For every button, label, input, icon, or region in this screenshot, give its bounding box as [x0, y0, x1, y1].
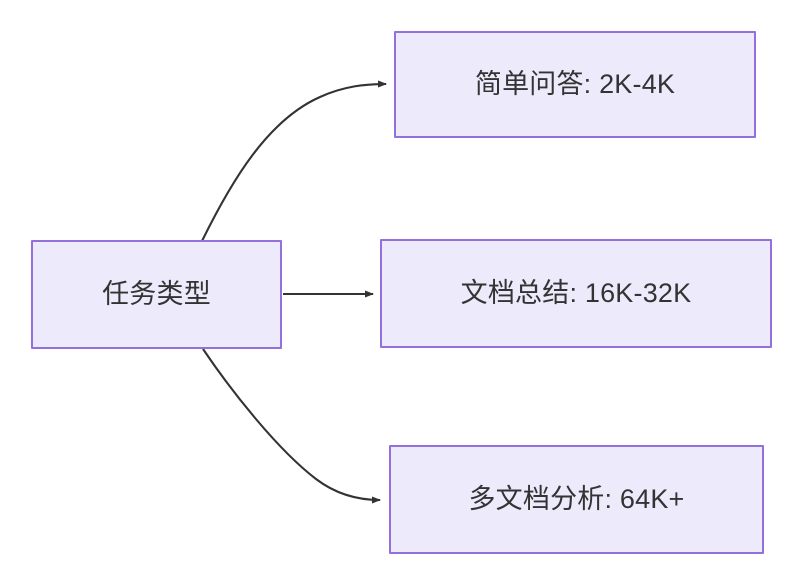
node-simple-qa[interactable]: 简单问答: 2K-4K	[394, 31, 756, 138]
node-multi-doc[interactable]: 多文档分析: 64K+	[389, 445, 764, 554]
node-task-type-label: 任务类型	[102, 278, 211, 309]
node-task-type[interactable]: 任务类型	[31, 240, 282, 349]
node-doc-summary-label: 文档总结: 16K-32K	[460, 277, 692, 308]
node-simple-qa-label: 简单问答: 2K-4K	[474, 68, 676, 99]
node-doc-summary[interactable]: 文档总结: 16K-32K	[380, 239, 772, 348]
edge-to-multi-doc	[202, 348, 382, 504]
node-multi-doc-label: 多文档分析: 64K+	[468, 483, 685, 514]
edge-to-simple-qa	[201, 80, 388, 242]
